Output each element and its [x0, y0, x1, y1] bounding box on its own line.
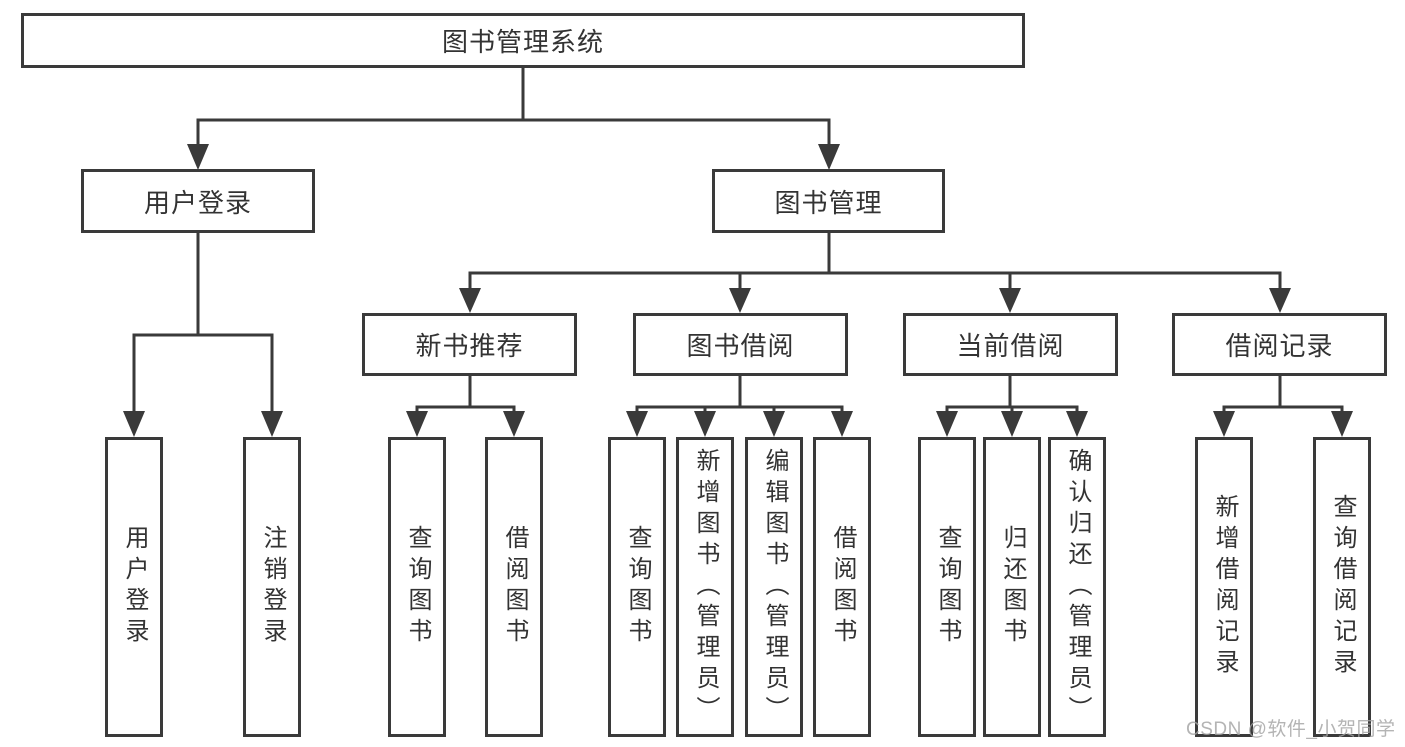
node-current-borrow: 当前借阅	[903, 313, 1118, 376]
leaf-current-return-book: 归还图书	[983, 437, 1041, 737]
node-user-login-module: 用户登录	[81, 169, 315, 233]
leaf-borrow-add-book-admin: 新增图书（管理员）	[676, 437, 734, 737]
leaf-borrow-query-book: 查询图书	[608, 437, 666, 737]
leaf-records-query-record: 查询借阅记录	[1313, 437, 1371, 737]
arrowhead-icons	[123, 144, 1353, 437]
leaf-user-logout: 注销登录	[243, 437, 301, 737]
leaf-records-add-record: 新增借阅记录	[1195, 437, 1253, 737]
leaf-borrow-borrow-book: 借阅图书	[813, 437, 871, 737]
leaf-recommend-query-book: 查询图书	[388, 437, 446, 737]
csdn-watermark: CSDN @软件_小贺同学	[1186, 719, 1396, 740]
node-borrow-records: 借阅记录	[1172, 313, 1387, 376]
leaf-current-query-book: 查询图书	[918, 437, 976, 737]
leaf-borrow-edit-book-admin: 编辑图书（管理员）	[745, 437, 803, 737]
leaf-current-confirm-return-admin: 确认归还（管理员）	[1048, 437, 1106, 737]
node-root-system: 图书管理系统	[21, 13, 1025, 68]
node-new-book-recommend: 新书推荐	[362, 313, 577, 376]
node-book-management-module: 图书管理	[712, 169, 945, 233]
node-book-borrow: 图书借阅	[633, 313, 848, 376]
leaf-recommend-borrow-book: 借阅图书	[485, 437, 543, 737]
leaf-user-login: 用户登录	[105, 437, 163, 737]
